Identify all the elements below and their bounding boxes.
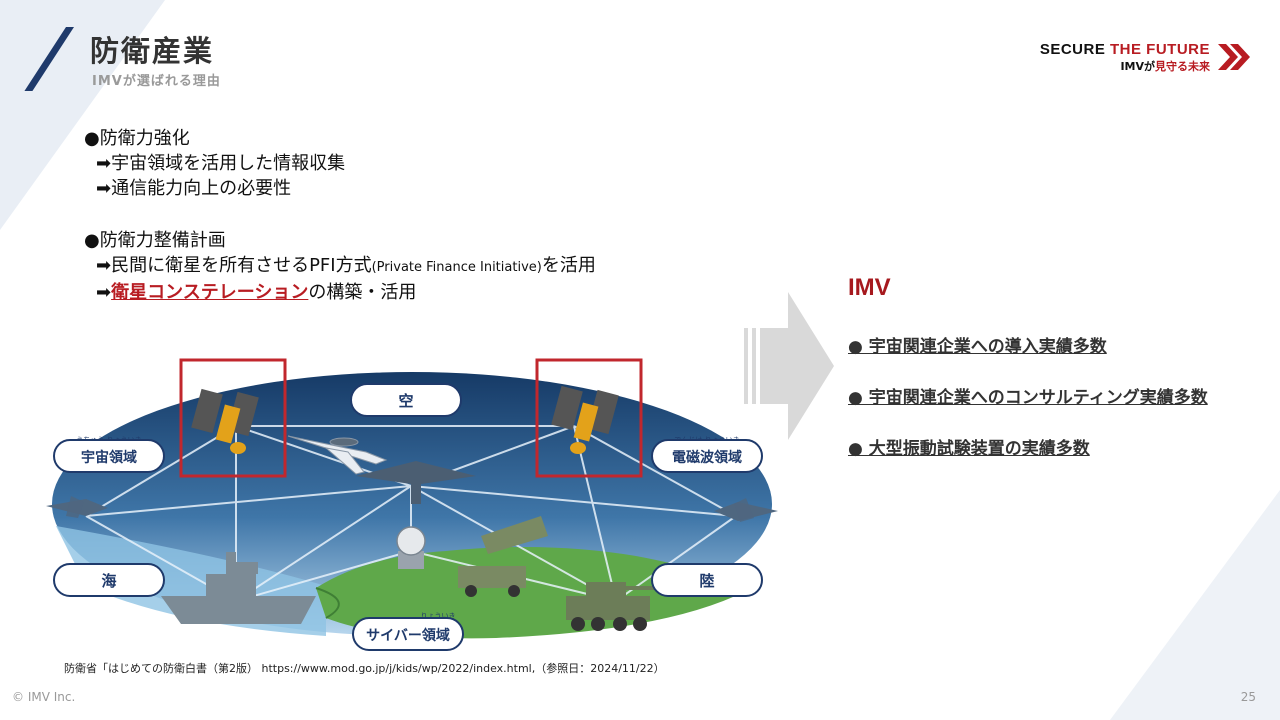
page-title: 防衛産業 (90, 34, 215, 68)
brand-logo: SECURE THE FUTURE IMVが見守る未来 (1040, 40, 1252, 74)
awacs-aircraft-icon (287, 435, 388, 475)
label-cyber: りょういき サイバー領域 (352, 612, 464, 651)
destroyer-ship-icon (161, 552, 316, 624)
imv-item-space-adoption: ● 宇宙関連企業への導入実績多数 (848, 337, 1107, 357)
label-sky: 空 (350, 383, 462, 417)
double-chevron-icon (1218, 44, 1250, 70)
figure-source-caption: 防衛省「はじめての防衛白書（第2版） https://www.mod.go.jp… (64, 662, 665, 675)
imv-heading: IMV (848, 274, 891, 301)
label-space-text: 宇宙領域 (81, 449, 137, 466)
background-triangle-top-left (0, 0, 165, 230)
label-space: うちゅう りょういき 宇宙領域 (53, 436, 165, 473)
label-sea-text: 海 (101, 572, 116, 590)
constellation-highlight: 衛星コンステレーション (111, 282, 309, 303)
armored-vehicle-icon (566, 582, 664, 631)
imv-item-space-consulting: ● 宇宙関連企業へのコンサルティング実績多数 (848, 388, 1208, 408)
bullet-defense-strengthening: ●防衛力強化 (84, 128, 190, 149)
radar-dome-icon (396, 526, 426, 569)
page-subtitle: IMVが選ばれる理由 (92, 74, 221, 89)
label-cyber-ruby: りょういき (421, 612, 456, 620)
right-arrow-icon (744, 292, 834, 440)
logo-line-2: IMVが見守る未来 (1120, 59, 1210, 73)
multi-domain-illustration: 空 うちゅう りょういき 宇宙領域 でんじは りょういき 電磁波領域 海 陸 り… (46, 358, 778, 651)
missile-launcher-icon (458, 516, 548, 597)
fighter-jet-right-icon (714, 498, 778, 522)
label-land: 陸 (651, 563, 763, 597)
imv-item-large-vibration-test: ● 大型振動試験装置の実績多数 (848, 439, 1090, 459)
label-cyber-text: サイバー領域 (366, 627, 450, 644)
logo-line-1: SECURE THE FUTURE (1039, 40, 1210, 58)
bullet-constellation: ➡衛星コンステレーションの構築・活用 (96, 282, 417, 303)
label-sea: 海 (53, 563, 165, 597)
bullet-space-intel: ➡宇宙領域を活用した情報収集 (96, 153, 346, 174)
defense-bullets: ●防衛力強化 ➡宇宙領域を活用した情報収集 ➡通信能力向上の必要性 ●防衛力整備… (84, 126, 596, 305)
page-number: 25 (1240, 690, 1256, 704)
copyright: © IMV Inc. (12, 690, 76, 704)
satellite-right-icon (551, 385, 619, 454)
label-sky-text: 空 (398, 392, 413, 410)
label-em-text: 電磁波領域 (672, 449, 742, 466)
fighter-jet-left-icon (46, 496, 108, 518)
satellite-right-highlight-frame (535, 358, 643, 478)
label-land-text: 陸 (699, 572, 714, 590)
imv-strengths-list: ● 宇宙関連企業への導入実績多数 ● 宇宙関連企業へのコンサルティング実績多数 … (848, 332, 1208, 485)
bullet-comm-capability: ➡通信能力向上の必要性 (96, 178, 292, 199)
satellite-left-highlight-frame (179, 358, 287, 478)
label-em: でんじは りょういき 電磁波領域 (651, 436, 763, 473)
background-triangle-bottom-right (1110, 490, 1280, 720)
bullet-pfi: ➡民間に衛星を所有させるPFI方式(Private Finance Initia… (96, 255, 596, 276)
fighter-jet-center-icon (356, 461, 476, 504)
bullet-defense-plan: ●防衛力整備計画 (84, 230, 226, 251)
satellite-left-icon (191, 388, 259, 454)
